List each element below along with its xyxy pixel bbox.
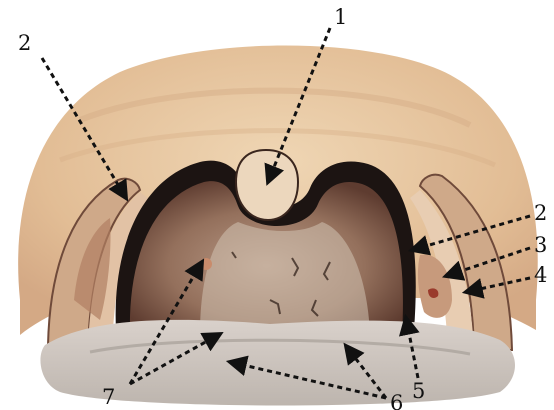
label-1: 1 [334,5,347,29]
label-5: 5 [412,379,425,403]
label-2-left: 2 [18,31,31,55]
label-7: 7 [102,385,115,409]
label-3: 3 [534,233,547,257]
uvula [236,150,298,220]
label-6: 6 [390,391,403,410]
label-4: 4 [534,263,547,287]
label-2-right: 2 [534,201,547,225]
